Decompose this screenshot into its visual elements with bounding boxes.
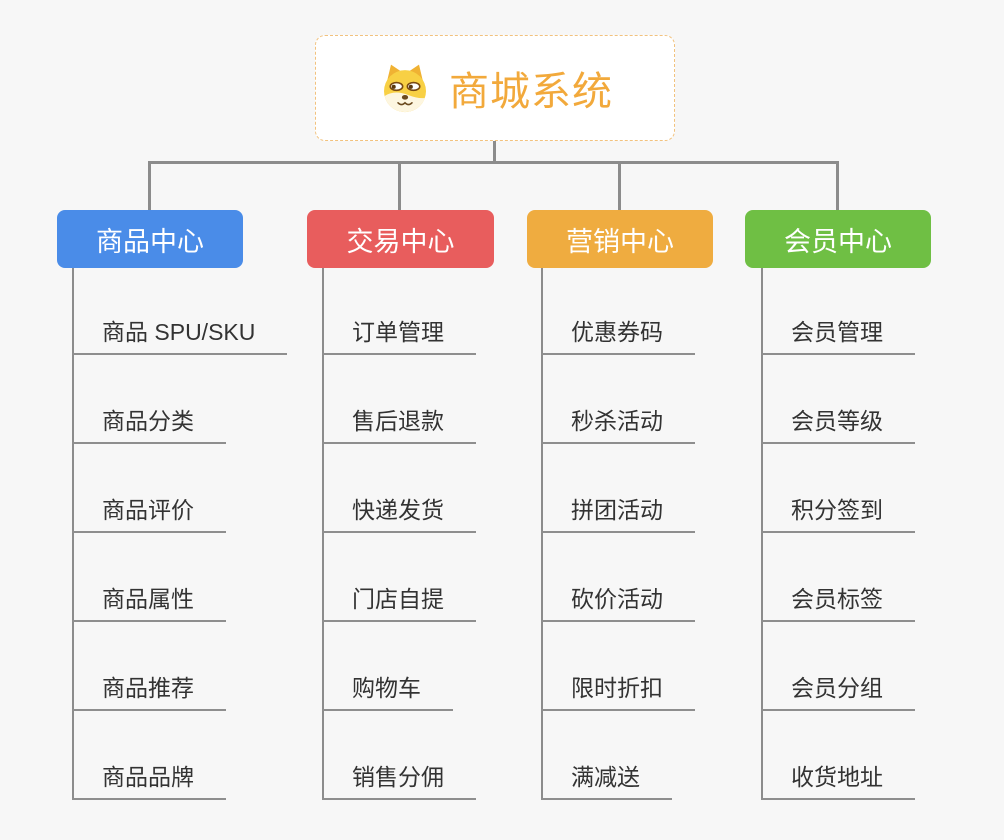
leaf-node[interactable]: 商品分类: [72, 406, 226, 444]
branch-node-product-center[interactable]: 商品中心: [57, 210, 243, 268]
leaf-node[interactable]: 快递发货: [322, 495, 476, 533]
leaf-node[interactable]: 售后退款: [322, 406, 476, 444]
leaf-node[interactable]: 砍价活动: [541, 584, 695, 622]
leaf-node[interactable]: 商品品牌: [72, 762, 226, 800]
root-node-label: 商城系统: [449, 70, 613, 114]
connector-line: [322, 268, 324, 799]
leaf-node[interactable]: 拼团活动: [541, 495, 695, 533]
root-node-mall-system[interactable]: 商城系统: [315, 35, 675, 141]
branch-node-label: 营销中心: [566, 226, 674, 257]
leaf-node[interactable]: 会员标签: [761, 584, 915, 622]
leaf-node[interactable]: 会员管理: [761, 317, 915, 355]
connector-line: [493, 141, 496, 163]
branch-node-marketing-center[interactable]: 营销中心: [527, 210, 713, 268]
leaf-node[interactable]: 销售分佣: [322, 762, 476, 800]
leaf-node[interactable]: 会员等级: [761, 406, 915, 444]
branch-node-label: 会员中心: [784, 226, 892, 257]
leaf-node[interactable]: 商品推荐: [72, 673, 226, 711]
connector-line: [541, 268, 543, 799]
connector-line: [761, 268, 763, 799]
connector-line: [618, 161, 621, 210]
connector-line: [148, 161, 151, 210]
leaf-node[interactable]: 积分签到: [761, 495, 915, 533]
connector-line: [398, 161, 401, 210]
leaf-node[interactable]: 购物车: [322, 673, 453, 711]
branch-node-label: 交易中心: [346, 226, 455, 257]
leaf-node[interactable]: 订单管理: [322, 317, 476, 355]
leaf-node[interactable]: 秒杀活动: [541, 406, 695, 444]
leaf-node[interactable]: 商品评价: [72, 495, 226, 533]
leaf-node[interactable]: 限时折扣: [541, 673, 695, 711]
leaf-node[interactable]: 优惠券码: [541, 317, 695, 355]
leaf-node[interactable]: 满减送: [541, 762, 672, 800]
branch-node-trade-center[interactable]: 交易中心: [307, 210, 494, 268]
connector-line: [72, 268, 74, 800]
connector-line: [148, 161, 839, 164]
branch-node-member-center[interactable]: 会员中心: [745, 210, 931, 268]
shiba-dog-icon: [384, 64, 426, 113]
leaf-node[interactable]: 商品属性: [72, 584, 226, 622]
leaf-node[interactable]: 收货地址: [761, 762, 915, 800]
leaf-node[interactable]: 门店自提: [322, 584, 476, 622]
leaf-node[interactable]: 会员分组: [761, 673, 915, 711]
leaf-node[interactable]: 商品 SPU/SKU: [72, 317, 288, 355]
connector-line: [836, 161, 839, 210]
branch-node-label: 商品中心: [96, 226, 204, 257]
